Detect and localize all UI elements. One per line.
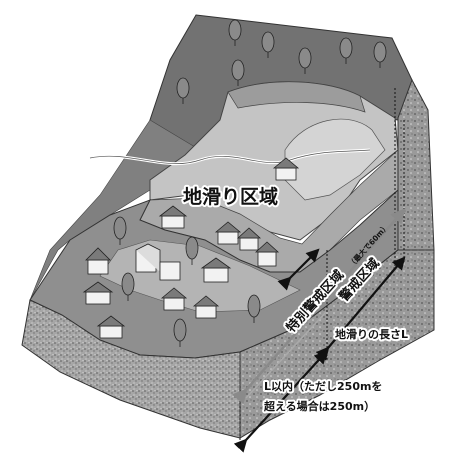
dimension-lines	[232, 88, 406, 453]
landslide-area-label: 地滑り区域	[183, 185, 278, 208]
house-icon	[272, 157, 300, 181]
tree-icon	[231, 59, 245, 86]
tree-icon	[261, 31, 275, 58]
house-icon	[160, 287, 188, 311]
tree-icon	[113, 216, 127, 245]
house-icon	[200, 257, 232, 283]
tree-icon	[339, 37, 353, 64]
warning-extent-line2: 超える場合は250m）	[263, 399, 375, 413]
landslide-scarp	[227, 81, 366, 113]
tree-icon	[173, 318, 187, 347]
house-icon	[85, 247, 111, 275]
tree-icon	[298, 47, 312, 74]
tree-icon	[373, 41, 387, 68]
house-icon	[158, 205, 188, 229]
tree-icon	[185, 236, 199, 265]
house-icon	[135, 243, 161, 273]
warning-short-arrow	[277, 248, 320, 291]
tree-icon	[176, 77, 190, 104]
extent-gray-line	[245, 311, 327, 399]
extent-arrow	[233, 350, 328, 453]
house-icon	[192, 295, 220, 319]
warning-area-arrow	[315, 256, 406, 361]
landslide-inner	[284, 118, 386, 201]
house-icon	[82, 281, 114, 305]
house-icon	[96, 315, 126, 339]
tree-icon	[121, 272, 135, 301]
tree-icon	[228, 19, 242, 46]
house-icon	[159, 261, 181, 281]
warning-extent-line1: L以内（ただし250mを	[264, 379, 382, 393]
landslide-length-label: 地滑りの長さL	[335, 327, 408, 341]
